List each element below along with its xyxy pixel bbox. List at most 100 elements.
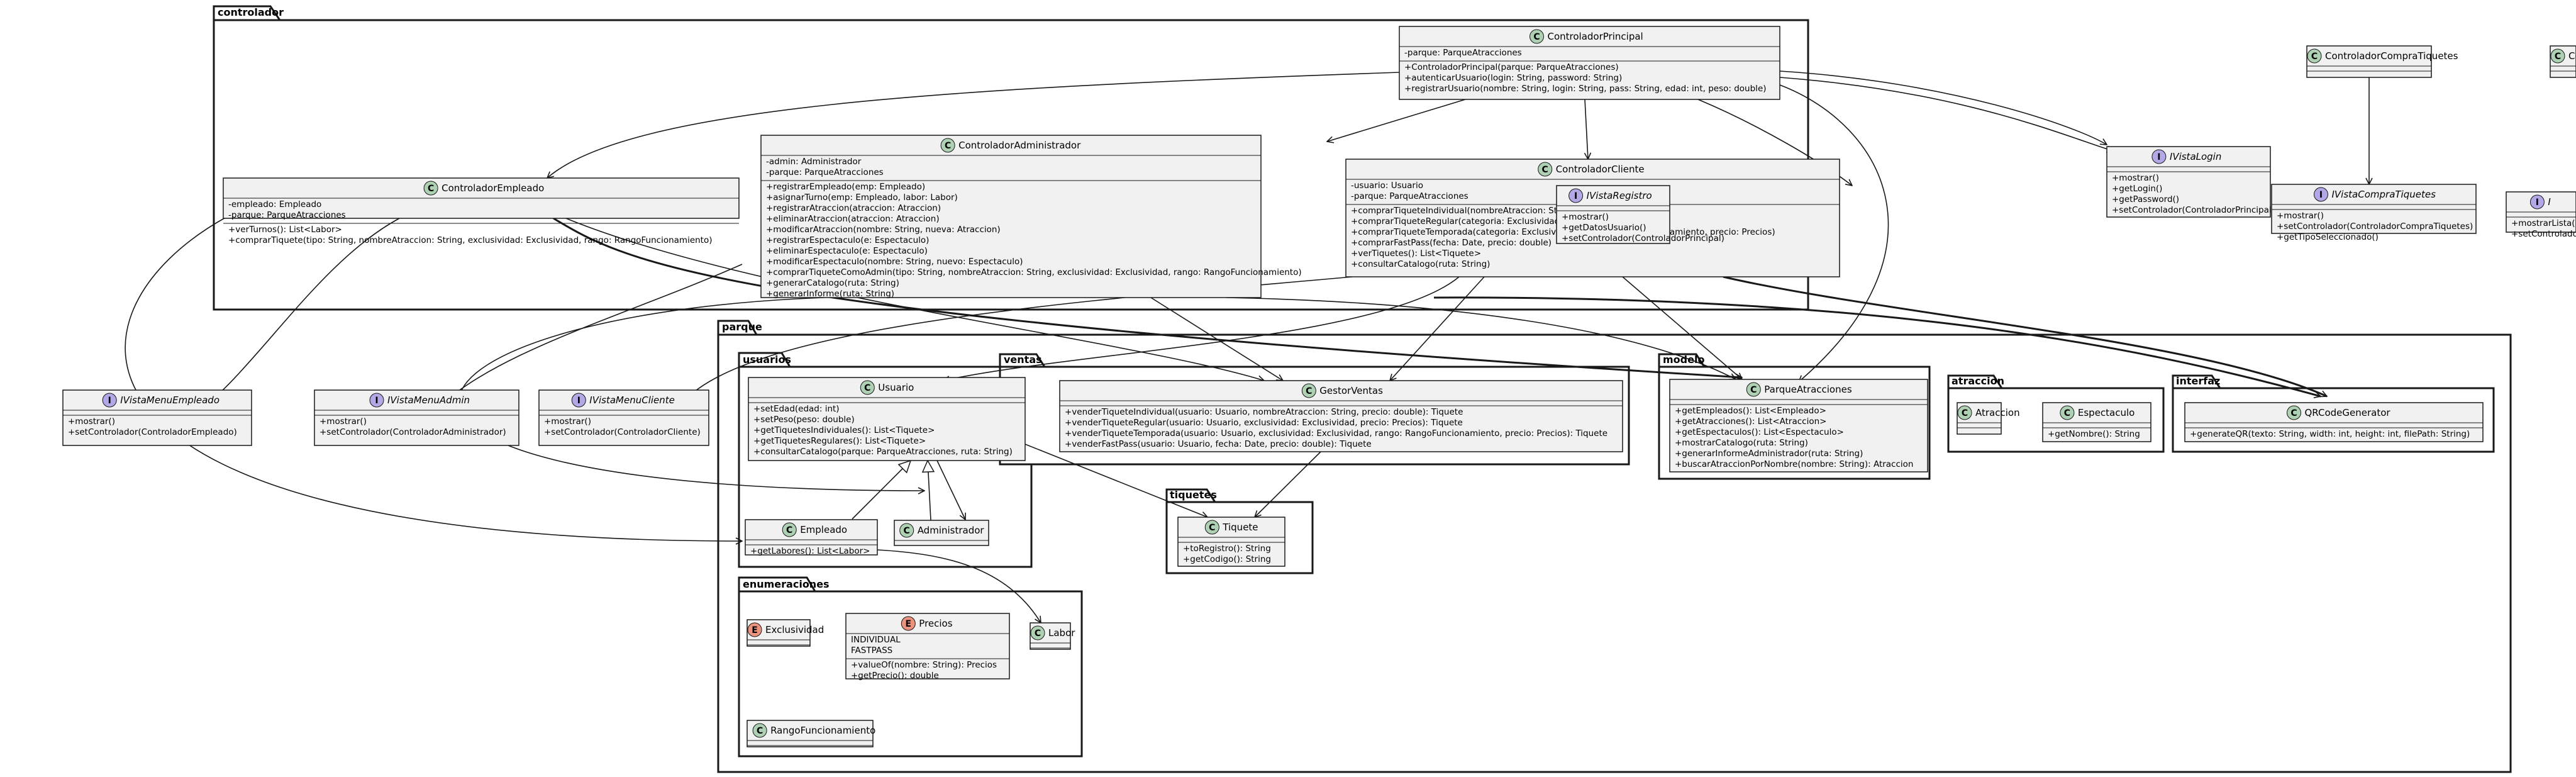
class-icon xyxy=(1746,382,1761,397)
class-method: +setEdad(edad: int) xyxy=(753,404,840,414)
class-method: +mostrar() xyxy=(544,416,591,427)
class-method: +generarInformeAdministrador(ruta: Strin… xyxy=(1675,449,1863,459)
class-method: +ControladorPrincipal(parque: ParqueAtra… xyxy=(1404,62,1619,72)
class-atraccion: C Atraccion xyxy=(1957,402,2020,435)
class-method: +registrarEspectaculo(e: Espectaculo) xyxy=(766,235,929,245)
relation-cliente-to-parque xyxy=(1622,276,1742,379)
class-controladorcompratiquetes: C ControladorCompraTiquetes xyxy=(2306,45,2458,78)
class-name: Labor xyxy=(1048,627,1075,639)
package-label: ventas xyxy=(1004,354,1042,366)
class-method: +getTiquetesRegulares(): List<Tiquete> xyxy=(753,436,926,446)
relation-empleado-to-gestor xyxy=(565,218,1264,381)
class-method: +consultarCatalogo(ruta: String) xyxy=(1351,259,1490,269)
svg-text:C: C xyxy=(2064,408,2070,418)
svg-text:C: C xyxy=(1962,408,1968,418)
relation-gestor-to-tiquete xyxy=(1255,451,1321,517)
class-method: +setControlador(ControladorEmpleado) xyxy=(68,427,237,437)
svg-text:C: C xyxy=(945,141,951,151)
class-icon xyxy=(423,181,438,196)
svg-text:C: C xyxy=(1306,386,1312,396)
relation-empleado-to-labor xyxy=(877,549,1041,623)
class-method: +setPeso(peso: double) xyxy=(753,415,855,425)
class-icon xyxy=(1030,625,1045,640)
class-method: +generateQR(texto: String, width: int, h… xyxy=(2190,429,2470,439)
class-name: QRCodeGenerator xyxy=(2305,407,2391,418)
class-name: ControladorCompraTiquetes xyxy=(2325,50,2458,62)
class-icon xyxy=(1957,405,1972,420)
class-method: +registrarUsuario(nombre: String, login:… xyxy=(1404,84,1767,94)
interface-icon xyxy=(102,393,117,408)
interface-icon xyxy=(571,393,586,408)
class-name: ControladorAdministrador xyxy=(958,140,1081,151)
package-label: usuarios xyxy=(743,354,791,366)
class-name: GestorVentas xyxy=(1319,385,1383,396)
relation-principal-to-login-2 xyxy=(1779,77,2113,151)
class-icon xyxy=(860,380,875,395)
svg-text:C: C xyxy=(1209,523,1215,533)
class-field: -parque: ParqueAtracciones xyxy=(1351,191,1468,201)
svg-text:C: C xyxy=(757,726,763,736)
svg-text:I: I xyxy=(2157,152,2160,162)
svg-text:C: C xyxy=(2290,408,2297,418)
class-method: +modificarEspectaculo(nombre: String, nu… xyxy=(766,257,1023,267)
package-label: controlador xyxy=(218,6,284,18)
class-method: +getTiquetesIndividuales(): List<Tiquete… xyxy=(753,425,935,435)
class-method: +mostrarCatalogo(ruta: String) xyxy=(1675,438,1808,448)
class-method: +setControlador(ControladorCompraTiquete… xyxy=(2277,221,2473,232)
class-method: +setControlador(ControladorAdministrador… xyxy=(319,427,506,437)
class-field: -admin: Administrador xyxy=(766,157,862,167)
package-label: interfaz xyxy=(2176,375,2220,387)
class-name: Cont xyxy=(2568,50,2576,62)
class-method: +venderTiqueteTemporada(usuario: Usuario… xyxy=(1065,428,1607,439)
class-name: Administrador xyxy=(918,525,985,536)
svg-text:I: I xyxy=(577,396,580,406)
class-name: Atraccion xyxy=(1975,407,2020,418)
class-method: +getDatosUsuario() xyxy=(1562,223,1646,233)
class-method: +valueOf(nombre: String): Precios xyxy=(851,660,997,670)
svg-text:C: C xyxy=(1533,32,1540,42)
class-icon xyxy=(1538,162,1553,177)
class-field: -parque: ParqueAtracciones xyxy=(766,167,884,177)
svg-text:C: C xyxy=(2311,52,2318,62)
relation-usuario-to-administrador xyxy=(936,460,965,520)
class-field: -usuario: Usuario xyxy=(1351,181,1423,191)
interface-icon xyxy=(2529,194,2545,210)
class-name: Exclusividad xyxy=(765,624,824,635)
class-method: +mostrar() xyxy=(2277,211,2324,221)
class-method: +venderFastPass(usuario: Usuario, fecha:… xyxy=(1065,439,1372,449)
class-method: +getLabores(): List<Labor> xyxy=(750,546,870,556)
class-method: +eliminarEspectaculo(e: Espectaculo) xyxy=(766,246,928,256)
class-name: Tiquete xyxy=(1222,522,1258,533)
relation-admin-to-parque xyxy=(1226,297,1736,379)
class-method: +autenticarUsuario(login: String, passwo… xyxy=(1404,73,1622,83)
class-method: +verTiquetes(): List<Tiquete> xyxy=(1351,249,1481,259)
class-icon xyxy=(1301,383,1316,398)
class-name: Espectaculo xyxy=(2078,407,2135,418)
svg-text:I: I xyxy=(108,396,111,406)
package-label: enumeraciones xyxy=(743,578,830,590)
svg-text:C: C xyxy=(428,184,434,194)
class-icon xyxy=(752,723,767,738)
enum-icon xyxy=(901,616,916,631)
class-qrcodegenerator: C QRCodeGenerator +generateQR(texto: Strin… xyxy=(2184,402,2484,442)
class-method: +comprarTiqueteComoAdmin(tipo: String, n… xyxy=(766,267,1302,277)
svg-text:I: I xyxy=(2536,198,2539,208)
class-method: +mostrar() xyxy=(2112,173,2159,183)
class-method: +eliminarAtraccion(atraccion: Atraccion) xyxy=(766,214,940,224)
relation-principal-to-empleado xyxy=(547,72,1400,178)
class-method: +getEmpleados(): List<Empleado> xyxy=(1675,406,1826,416)
class-method: +setControlador(ControladorCliente) xyxy=(544,427,701,437)
class-method: +getLogin() xyxy=(2112,184,2162,194)
relation-cliente-to-gestor xyxy=(1390,276,1485,381)
class-method: +getNombre(): String xyxy=(2048,429,2140,439)
svg-text:C: C xyxy=(864,383,870,393)
class-method: +comprarTiquete(tipo: String, nombreAtra… xyxy=(228,235,713,245)
relation-administrador-inherits-usuario xyxy=(928,461,931,521)
